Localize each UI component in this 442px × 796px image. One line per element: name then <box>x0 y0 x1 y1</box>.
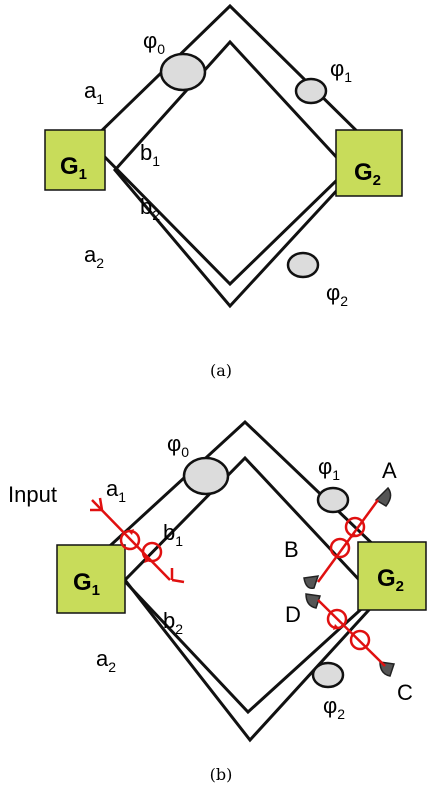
detector-a <box>374 486 392 507</box>
gate-g2-a <box>335 129 403 197</box>
phi1-label-a: φ <box>330 56 344 81</box>
phase-shifter-2-a <box>286 251 320 279</box>
phase-shifter-1-b <box>316 486 350 514</box>
svg-text:G1: G1 <box>60 153 87 183</box>
svg-text:a2: a2 <box>84 242 104 271</box>
outer-waveguide-a <box>87 3 375 287</box>
phi0-label-b: φ <box>167 431 181 456</box>
b2-label-b: b <box>163 608 175 633</box>
gate-g2-b <box>357 541 427 611</box>
phi2-label-a: φ <box>326 280 340 305</box>
detector-c-label: C <box>397 680 413 705</box>
svg-text:φ0: φ0 <box>167 431 189 460</box>
a1-label-a: a <box>84 78 97 103</box>
svg-text:φ1: φ1 <box>330 56 352 85</box>
svg-text:b1: b1 <box>140 140 160 169</box>
b1-label-b: b <box>163 520 175 545</box>
detector-b <box>303 575 320 590</box>
svg-text:a1: a1 <box>106 476 126 505</box>
a1-label-b: a <box>106 476 119 501</box>
b2-label-a: b <box>140 194 152 219</box>
phi2-label-b: φ <box>323 693 337 718</box>
panel-a: G1 G2 φ0 φ1 φ2 a1 a2 b1 b2 (a) <box>44 3 403 380</box>
svg-text:b2: b2 <box>140 194 160 223</box>
photon-path-input <box>90 497 185 584</box>
phase-shifter-1-a <box>294 77 328 105</box>
svg-text:φ2: φ2 <box>323 693 345 722</box>
svg-text:φ1: φ1 <box>318 454 340 483</box>
caption-b: (b) <box>210 765 233 784</box>
phi0-label-a: φ <box>143 28 157 53</box>
svg-text:a1: a1 <box>84 78 104 107</box>
svg-text:b2: b2 <box>163 608 183 637</box>
gate-g1-b <box>56 544 126 614</box>
gate-g1-label-b: G <box>73 569 92 596</box>
gate-g1-a <box>44 129 106 191</box>
gate-g2-label-b: G <box>377 565 396 592</box>
b1-label-a: b <box>140 140 152 165</box>
a2-label-b: a <box>96 646 109 671</box>
detector-d-label: D <box>285 602 301 627</box>
svg-text:G2: G2 <box>354 159 381 189</box>
caption-a: (a) <box>210 361 232 380</box>
svg-text:G1: G1 <box>73 569 100 599</box>
phase-shifter-0-a <box>159 52 207 92</box>
gate-g1-label-a: G <box>60 153 79 180</box>
gate-g2-label-a: G <box>354 159 373 186</box>
svg-text:G2: G2 <box>377 565 404 595</box>
detector-d <box>305 593 321 609</box>
phase-shifter-0-b <box>182 456 230 496</box>
detector-a-label: A <box>382 458 397 483</box>
panel-b: Input G1 G2 φ0 φ1 φ2 a1 a2 b1 b2 A B D C… <box>8 419 427 784</box>
svg-text:a2: a2 <box>96 646 116 675</box>
photon-path-output <box>316 499 386 667</box>
phi1-label-b: φ <box>318 454 332 479</box>
svg-text:φ0: φ0 <box>143 28 165 57</box>
svg-text:φ2: φ2 <box>326 280 348 309</box>
phase-shifter-2-b <box>311 661 345 689</box>
input-label: Input <box>8 482 57 507</box>
detector-b-label: B <box>284 537 299 562</box>
a2-label-a: a <box>84 242 97 267</box>
svg-text:b1: b1 <box>163 520 183 549</box>
